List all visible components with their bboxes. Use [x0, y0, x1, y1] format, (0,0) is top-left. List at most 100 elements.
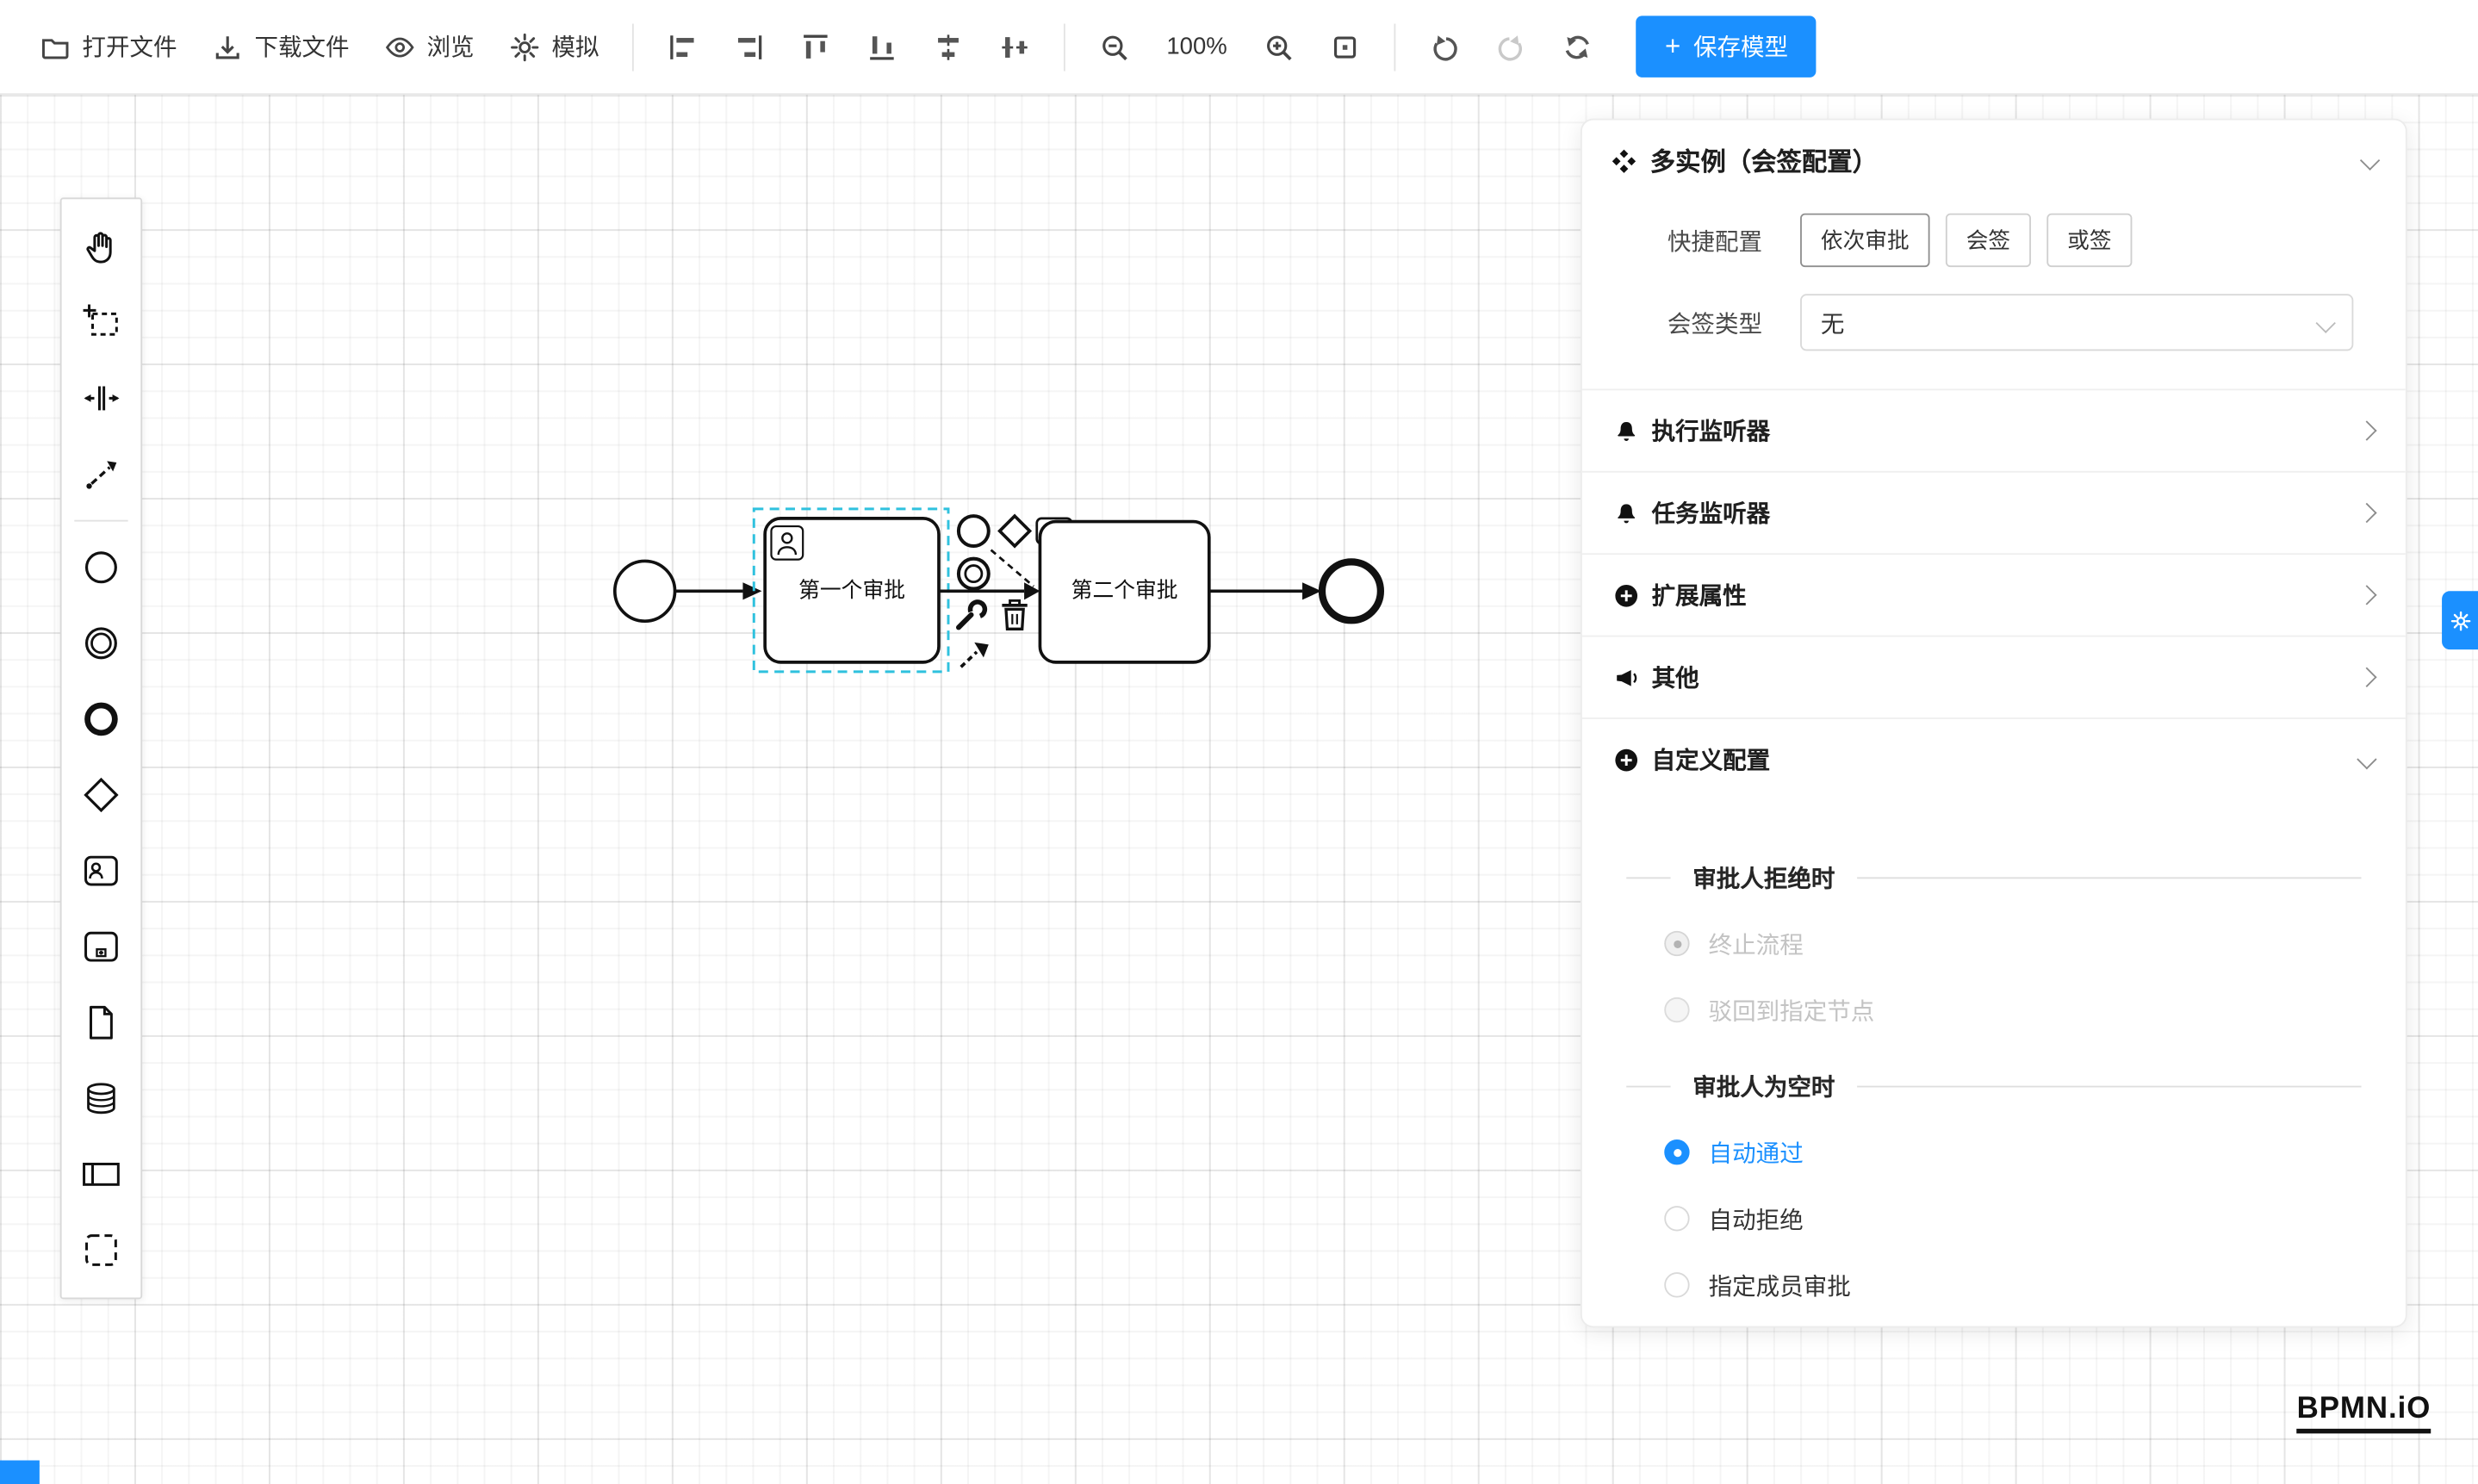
sequence-flow-1[interactable] [674, 582, 762, 600]
open-file-button[interactable]: 打开文件 [22, 17, 195, 76]
palette-gateway[interactable] [65, 757, 137, 833]
radio-icon[interactable] [1664, 1139, 1690, 1165]
context-pad-append-gateway-icon[interactable] [997, 513, 1033, 549]
toolbar-separator [1064, 22, 1065, 71]
zoom-out-button[interactable] [1081, 18, 1147, 75]
section-custom-config[interactable]: 自定义配置 [1581, 717, 2406, 799]
preview-label: 浏览 [426, 34, 475, 62]
align-bottom-button[interactable] [849, 18, 916, 75]
gateway-icon [84, 777, 119, 813]
plus-circle-icon [1615, 748, 1638, 771]
palette [59, 197, 143, 1300]
zoom-reset-button[interactable] [1313, 18, 1379, 75]
empty-divider: 审批人为空时 [1582, 1065, 2406, 1107]
section-task-listener[interactable]: 任务监听器 [1581, 470, 2406, 553]
palette-start-event[interactable] [65, 530, 137, 605]
palette-group[interactable] [65, 1212, 137, 1288]
user-task-icon [84, 855, 118, 886]
download-file-button[interactable]: 下载文件 [195, 17, 367, 76]
task-first-approval[interactable]: 第一个审批 [763, 517, 941, 664]
section-label: 扩展属性 [1651, 583, 1747, 611]
chevron-right-icon [2357, 585, 2377, 605]
context-pad-connect-icon[interactable] [960, 642, 989, 668]
align-right-button[interactable] [716, 18, 782, 75]
start-event-icon [84, 551, 117, 584]
palette-data-object[interactable] [65, 984, 137, 1060]
redo-button[interactable] [1479, 18, 1545, 75]
settings-tab[interactable] [2442, 591, 2478, 650]
radio-icon[interactable] [1664, 1272, 1690, 1298]
group-icon [85, 1234, 117, 1266]
palette-participant[interactable] [65, 1136, 137, 1212]
align-center-vertical-button[interactable] [982, 18, 1048, 75]
task1-label: 第一个审批 [798, 579, 905, 603]
radio-label: 终止流程 [1708, 931, 1804, 959]
quick-config-sequential-button[interactable]: 依次审批 [1800, 213, 1930, 268]
undo-button[interactable] [1412, 18, 1478, 75]
refresh-button[interactable] [1545, 18, 1612, 75]
radio-assign-member[interactable]: 指定成员审批 [1582, 1251, 2406, 1318]
save-model-button[interactable]: + 保存模型 [1636, 16, 1817, 78]
section-extended-attributes[interactable]: 扩展属性 [1581, 553, 2406, 635]
quick-config-label: 快捷配置 [1667, 228, 1763, 256]
gear-icon [509, 31, 541, 63]
quick-config-countersign-button[interactable]: 会签 [1945, 213, 2031, 268]
panel-title: 多实例（会签配置） [1649, 150, 1879, 177]
radio-auto-pass[interactable]: 自动通过 [1582, 1119, 2406, 1185]
folder-icon [40, 31, 71, 63]
palette-intermediate-event[interactable] [65, 605, 137, 681]
megaphone-icon [1617, 669, 1637, 686]
sign-type-select[interactable]: 无 [1800, 294, 2354, 351]
align-center-horizontal-icon [933, 31, 965, 63]
sequence-flow-2[interactable] [938, 582, 1040, 600]
toolbar-separator [632, 22, 634, 71]
align-center-horizontal-button[interactable] [916, 18, 982, 75]
space-tool[interactable] [65, 360, 137, 436]
task2-label: 第二个审批 [1071, 579, 1178, 603]
bpmn-io-logo[interactable]: BPMN.iO [2296, 1393, 2431, 1434]
panel-header[interactable]: 多实例（会签配置） [1582, 120, 2406, 199]
lasso-tool[interactable] [65, 284, 137, 360]
open-file-label: 打开文件 [82, 34, 177, 62]
connect-tool[interactable] [65, 436, 137, 512]
palette-end-event[interactable] [65, 681, 137, 757]
context-pad-append-end-event-icon[interactable] [956, 514, 991, 549]
align-left-button[interactable] [649, 18, 716, 75]
chevron-down-icon [2359, 149, 2381, 171]
section-execution-listener[interactable]: 执行监听器 [1581, 388, 2406, 470]
end-event-shape[interactable] [1318, 558, 1385, 624]
simulate-button[interactable]: 模拟 [492, 17, 617, 76]
radio-terminate-process[interactable]: 终止流程 [1582, 910, 2406, 977]
radio-icon[interactable] [1664, 930, 1690, 957]
palette-data-store[interactable] [65, 1060, 137, 1136]
task-second-approval[interactable]: 第二个审批 [1038, 519, 1211, 664]
radio-auto-reject[interactable]: 自动拒绝 [1582, 1185, 2406, 1251]
hand-tool[interactable] [65, 208, 137, 284]
palette-subprocess[interactable] [65, 909, 137, 984]
section-others[interactable]: 其他 [1581, 635, 2406, 717]
start-event-shape[interactable] [612, 559, 677, 623]
wrench-icon[interactable] [955, 599, 988, 630]
zoom-level: 100% [1166, 33, 1227, 60]
radio-icon[interactable] [1664, 1206, 1690, 1232]
undo-icon [1430, 31, 1462, 63]
palette-user-task[interactable] [65, 833, 137, 909]
divider-line [1626, 1084, 1671, 1087]
reject-title: 审批人拒绝时 [1692, 865, 1835, 892]
quick-config-orsign-button[interactable]: 或签 [2046, 213, 2133, 268]
radio-icon[interactable] [1664, 997, 1690, 1023]
properties-panel: 多实例（会签配置） 快捷配置 依次审批 会签 或签 会签类型 无 执行监听器 [1581, 118, 2407, 1328]
divider-line [1857, 876, 2362, 879]
connect-tool-icon [86, 461, 117, 489]
trash-icon[interactable] [1002, 599, 1028, 630]
simulate-label: 模拟 [551, 34, 599, 62]
align-top-button[interactable] [782, 18, 848, 75]
align-center-vertical-icon [999, 31, 1031, 63]
refresh-icon [1562, 31, 1594, 63]
context-pad-append-intermediate-event-icon[interactable] [956, 556, 991, 591]
preview-button[interactable]: 浏览 [367, 17, 492, 76]
zoom-in-button[interactable] [1246, 18, 1313, 75]
radio-reject-to-node[interactable]: 驳回到指定节点 [1582, 977, 2406, 1043]
sequence-flow-3[interactable] [1208, 582, 1322, 600]
bell-icon [1618, 503, 1636, 523]
